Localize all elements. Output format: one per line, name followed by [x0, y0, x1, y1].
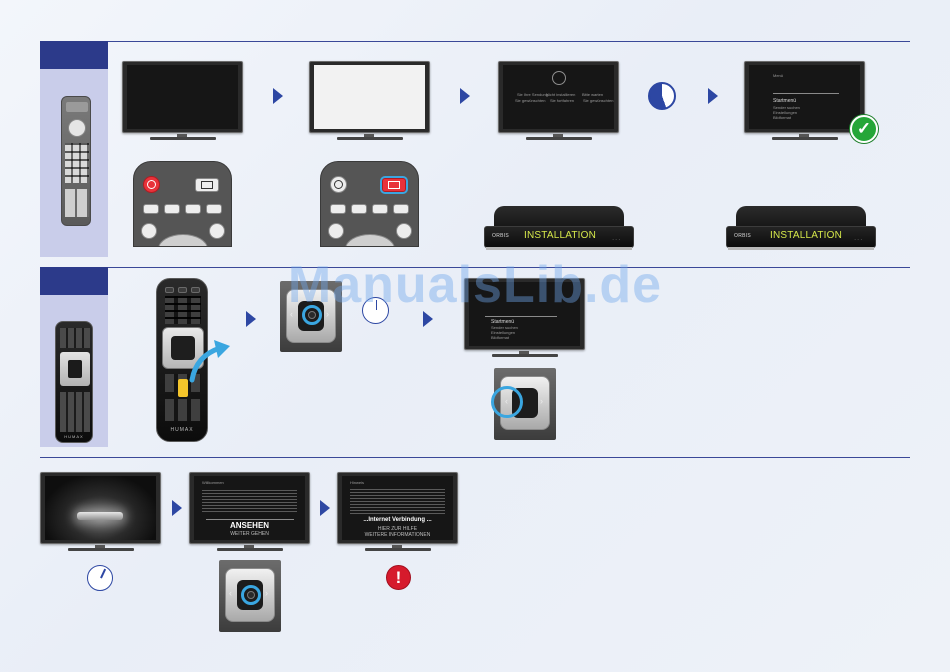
power-icon	[147, 180, 156, 189]
left-button[interactable]	[491, 386, 523, 418]
menu-item: Bildformat	[773, 115, 792, 120]
tv-setup-screen: Sie Ihre Sendung Sie gewünschten Nicht i…	[498, 61, 619, 143]
box-glow	[77, 512, 123, 520]
watermark: ManualsLib.de	[287, 256, 663, 314]
menu-item: Sender suchen	[491, 325, 518, 330]
menu-item: Startmenü	[491, 319, 515, 325]
timer-icon	[87, 565, 113, 591]
section1-step-badge	[40, 41, 108, 69]
highlighted-button[interactable]	[178, 379, 188, 397]
chevron-left-icon: ‹	[229, 588, 232, 598]
ok-button[interactable]	[302, 305, 322, 325]
welcome-header: Willkommen	[202, 480, 224, 485]
menu-item: Einstellungen	[491, 330, 516, 335]
section2-rule	[108, 267, 910, 268]
notice-header: Hinweis	[350, 480, 365, 485]
tv-internet-screen: Hinweis ...Internet Verbindung ... HIER …	[337, 472, 458, 554]
section2-step-badge	[40, 267, 108, 295]
step-arrow	[460, 88, 470, 104]
menu-item: Bildformat	[491, 335, 510, 340]
tv3-text: Sie fortfahren	[550, 98, 575, 103]
menu-item: Sender suchen	[773, 105, 800, 110]
step-arrow	[708, 88, 718, 104]
stb-remote-small: HUMAX	[55, 321, 93, 443]
tv-off	[122, 61, 243, 143]
timer-icon	[362, 297, 389, 324]
body-text-lines	[350, 487, 445, 515]
chevron-right-icon: ›	[326, 309, 329, 319]
warning-icon: !	[386, 565, 411, 590]
dpad-closeup-ok: ‹ ›	[219, 560, 281, 632]
tv3-text: Sie Ihre Sendung	[517, 92, 548, 97]
tv-welcome-screen: Willkommen ANSEHEN WEITER GEHEN	[189, 472, 310, 554]
tv-input-screen	[309, 61, 430, 143]
tv-menu-screen: Menü Startmenü Sender suchen Einstellung…	[744, 61, 865, 143]
input-icon	[201, 181, 213, 189]
menu-title: Menü	[773, 73, 784, 78]
set-top-box: ORBIS INSTALLATION · · ·	[726, 206, 876, 250]
tv3-text: Sie gewünschten	[515, 98, 546, 103]
remote-brand: HUMAX	[170, 427, 194, 433]
chevron-left-icon: ‹	[290, 309, 293, 319]
tv-remote-closeup-input	[320, 161, 419, 247]
tv3-text: Sie gewünschten	[583, 98, 614, 103]
power-icon	[334, 180, 343, 189]
tv-remote-small	[61, 96, 91, 226]
continue-option[interactable]: WEITER GEHEN	[230, 531, 269, 537]
stb-brand-label: ORBIS	[734, 233, 752, 239]
watch-option[interactable]: ANSEHEN	[229, 521, 270, 530]
set-top-box: ORBIS INSTALLATION · · ·	[484, 206, 634, 250]
stb-display-text: INSTALLATION	[770, 230, 843, 241]
input-icon	[388, 181, 400, 189]
progress-pie-icon	[648, 82, 676, 110]
stb-display-text: INSTALLATION	[524, 230, 597, 241]
dpad-closeup-ok: ‹ ›	[280, 281, 342, 352]
curved-arrow-icon	[189, 340, 230, 383]
menu-item: Einstellungen	[773, 110, 798, 115]
chevron-right-icon: ›	[265, 588, 268, 598]
tv3-text: Nicht installieren	[546, 92, 576, 97]
section3-rule	[40, 457, 910, 458]
help-option[interactable]: HIER ZUR HILFE	[377, 526, 418, 532]
step-arrow	[423, 311, 433, 327]
stb-indicator-lights: · · ·	[854, 237, 862, 243]
chevron-right-icon: ›	[540, 396, 543, 406]
step-arrow	[246, 311, 256, 327]
remote-brand: HUMAX	[64, 434, 84, 439]
stb-indicator-lights: · · ·	[612, 237, 620, 243]
dpad-closeup-left: ‹ ›	[491, 368, 556, 440]
step-arrow	[273, 88, 283, 104]
tv3-text: Bitte warten	[582, 92, 604, 97]
tv-remote-closeup-power	[133, 161, 232, 247]
step-arrow	[172, 500, 182, 516]
more-info-option[interactable]: WEITERE INFORMATIONEN	[364, 532, 431, 538]
section1-rule	[108, 41, 910, 42]
logo-icon	[552, 71, 566, 85]
tv-boot-screen	[40, 472, 161, 554]
menu-item: Startmenü	[773, 98, 797, 104]
step-arrow	[320, 500, 330, 516]
ok-button[interactable]	[241, 585, 261, 605]
internet-message: ...Internet Verbindung ...	[363, 517, 432, 523]
success-check-icon: ✓	[850, 115, 878, 143]
stb-brand-label: ORBIS	[492, 233, 510, 239]
tv-menu-screen: Startmenü Sender suchen Einstellungen Bi…	[464, 278, 585, 360]
body-text-lines	[202, 488, 297, 514]
